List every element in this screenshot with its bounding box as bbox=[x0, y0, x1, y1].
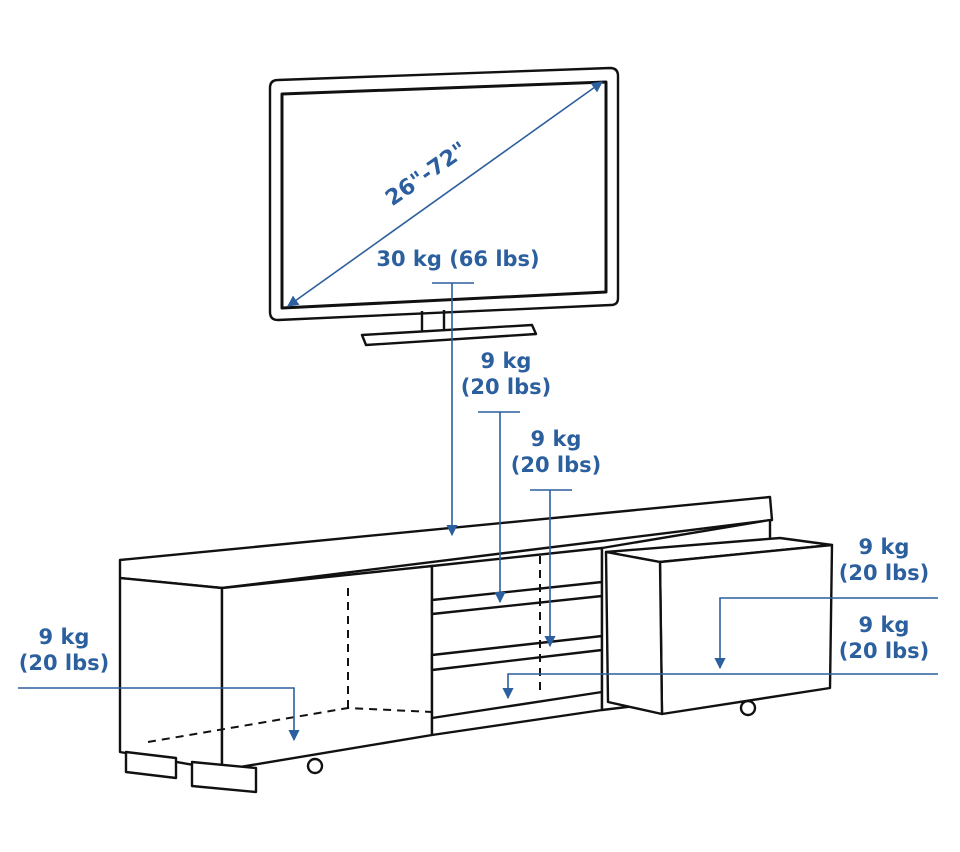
left-cabinet-load-label: 9 kg (20 lbs) bbox=[6, 624, 122, 676]
shelf-bottom bbox=[431, 690, 603, 720]
shelf-middle-lbs: (20 lbs) bbox=[510, 453, 602, 477]
shelf-upper-load-label: 9 kg (20 lbs) bbox=[448, 348, 564, 400]
drawer-top-lbs: (20 lbs) bbox=[838, 561, 930, 585]
drawer-bottom-load-label: 9 kg (20 lbs) bbox=[826, 612, 942, 664]
drawer bbox=[604, 536, 834, 716]
tv-top-leader bbox=[432, 282, 474, 535]
castor-right bbox=[739, 699, 757, 717]
drawer-top-kg: 9 kg bbox=[858, 535, 910, 559]
tv-load-label: 30 kg (66 lbs) bbox=[376, 247, 540, 271]
drawer-front bbox=[658, 543, 834, 716]
annotation-lines bbox=[18, 81, 938, 742]
shelf-upper-kg: 9 kg bbox=[480, 349, 532, 373]
shelf-upper-lbs: (20 lbs) bbox=[460, 375, 552, 399]
tv bbox=[268, 66, 620, 347]
drawer-top-load-label: 9 kg (20 lbs) bbox=[826, 534, 942, 586]
drawer-top-leader bbox=[714, 597, 938, 670]
shelf-middle-load-label: 9 kg (20 lbs) bbox=[498, 426, 614, 478]
castor-middle bbox=[306, 757, 324, 775]
bench-foot-left bbox=[124, 750, 178, 780]
drawer-bottom-kg: 9 kg bbox=[858, 613, 910, 637]
left-cabinet-leader bbox=[18, 687, 300, 742]
drawer-bottom-leader bbox=[502, 673, 938, 700]
drawer-bottom-lbs: (20 lbs) bbox=[838, 639, 930, 663]
screen-diagonal-arrow bbox=[287, 81, 603, 307]
tv-stand-base bbox=[360, 323, 538, 347]
drawer-side bbox=[604, 550, 664, 716]
bench-left-door bbox=[220, 564, 434, 772]
shelf-upper-leader bbox=[478, 411, 520, 602]
left-cabinet-kg: 9 kg bbox=[38, 625, 90, 649]
left-cabinet-lbs: (20 lbs) bbox=[18, 651, 110, 675]
bench-foot-right bbox=[190, 760, 258, 794]
bench-left-side bbox=[118, 576, 224, 772]
shelf-middle-kg: 9 kg bbox=[530, 427, 582, 451]
shelf-middle-leader bbox=[530, 489, 572, 646]
